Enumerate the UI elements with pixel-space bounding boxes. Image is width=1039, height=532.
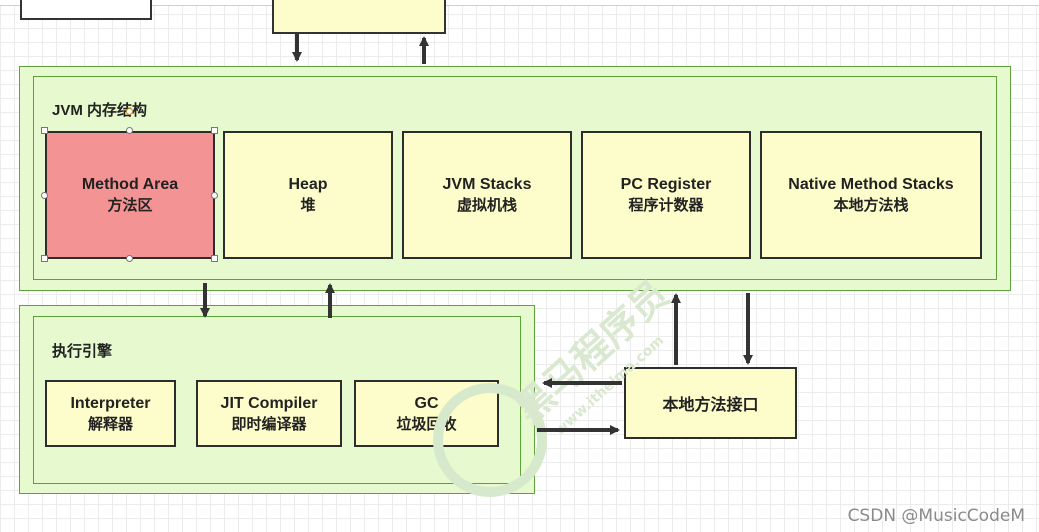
resize-handle-top-right[interactable] (211, 127, 218, 134)
native-method-stacks-en: Native Method Stacks (788, 176, 954, 193)
resize-handle-bottom-right[interactable] (211, 255, 218, 262)
interpreter-block[interactable]: Interpreter 解释器 (45, 380, 176, 447)
toolbar-edge (0, 0, 1039, 6)
credit-text: CSDN @MusicCodeM (847, 506, 1025, 526)
native-interface-label: 本地方法接口 (662, 397, 759, 414)
resize-handle-left[interactable] (41, 192, 48, 199)
native-method-stacks-zh: 本地方法栈 (833, 197, 909, 214)
pc-register-zh: 程序计数器 (628, 197, 704, 214)
resize-handle-bottom-left[interactable] (41, 255, 48, 262)
resize-handle-top-left[interactable] (41, 127, 48, 134)
heap-block[interactable]: Heap 堆 (223, 131, 393, 259)
jvm-stacks-block[interactable]: JVM Stacks 虚拟机栈 (402, 131, 572, 259)
jit-compiler-zh: 即时编译器 (231, 415, 307, 433)
heap-en: Heap (288, 176, 328, 193)
native-method-stacks-block[interactable]: Native Method Stacks 本地方法栈 (760, 131, 982, 259)
jit-compiler-block[interactable]: JIT Compiler 即时编译器 (196, 380, 342, 447)
diagram-fragment-top (272, 0, 446, 34)
resize-handle-top[interactable] (126, 127, 133, 134)
resize-handle-right[interactable] (211, 192, 218, 199)
execution-engine-title: 执行引擎 (52, 343, 113, 360)
resize-handle-bottom[interactable] (126, 255, 133, 262)
pc-register-en: PC Register (620, 176, 712, 193)
native-interface-block[interactable]: 本地方法接口 (624, 367, 797, 439)
jvm-memory-title: JVM 内存结构 (52, 102, 148, 119)
jvm-stacks-en: JVM Stacks (442, 176, 532, 193)
interpreter-zh: 解释器 (87, 415, 133, 433)
jit-compiler-en: JIT Compiler (220, 394, 318, 412)
method-area-en: Method Area (81, 176, 179, 193)
rotate-handle[interactable] (126, 108, 133, 115)
heap-zh: 堆 (300, 197, 316, 214)
diagram-fragment-left (20, 0, 152, 20)
method-area-zh: 方法区 (107, 197, 153, 214)
interpreter-en: Interpreter (70, 394, 151, 412)
jvm-stacks-zh: 虚拟机栈 (456, 197, 517, 214)
pc-register-block[interactable]: PC Register 程序计数器 (581, 131, 751, 259)
gc-en: GC (414, 394, 439, 412)
